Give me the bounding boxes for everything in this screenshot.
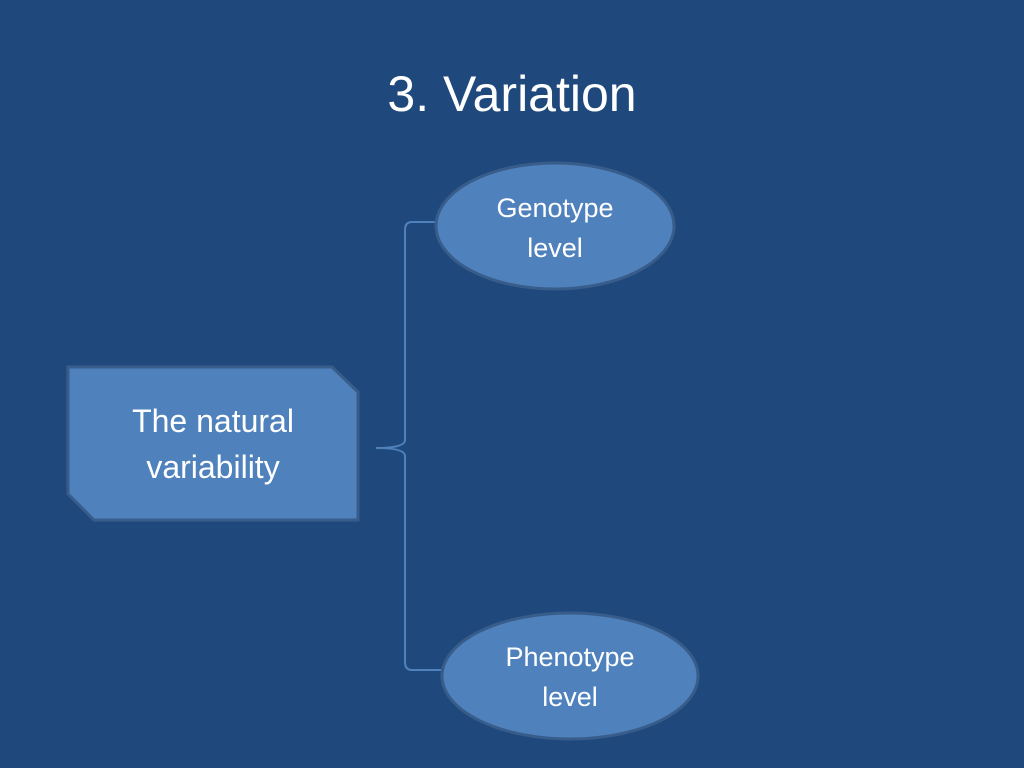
phenotype-label: Phenotype level <box>444 637 696 717</box>
phenotype-ellipse <box>440 611 700 741</box>
genotype-ellipse <box>434 161 676 291</box>
source-box <box>66 365 360 522</box>
genotype-label-line2: level <box>527 233 583 263</box>
genotype-label-line1: Genotype <box>496 193 614 223</box>
phenotype-label-line2: level <box>542 682 598 712</box>
curly-bracket <box>375 221 441 671</box>
genotype-label: Genotype level <box>437 188 673 268</box>
source-label: The natural variability <box>70 398 356 490</box>
source-label-line1: The natural <box>132 403 294 439</box>
source-label-line2: variability <box>146 449 280 485</box>
phenotype-label-line1: Phenotype <box>505 642 635 672</box>
slide-title: 3. Variation <box>387 66 637 122</box>
